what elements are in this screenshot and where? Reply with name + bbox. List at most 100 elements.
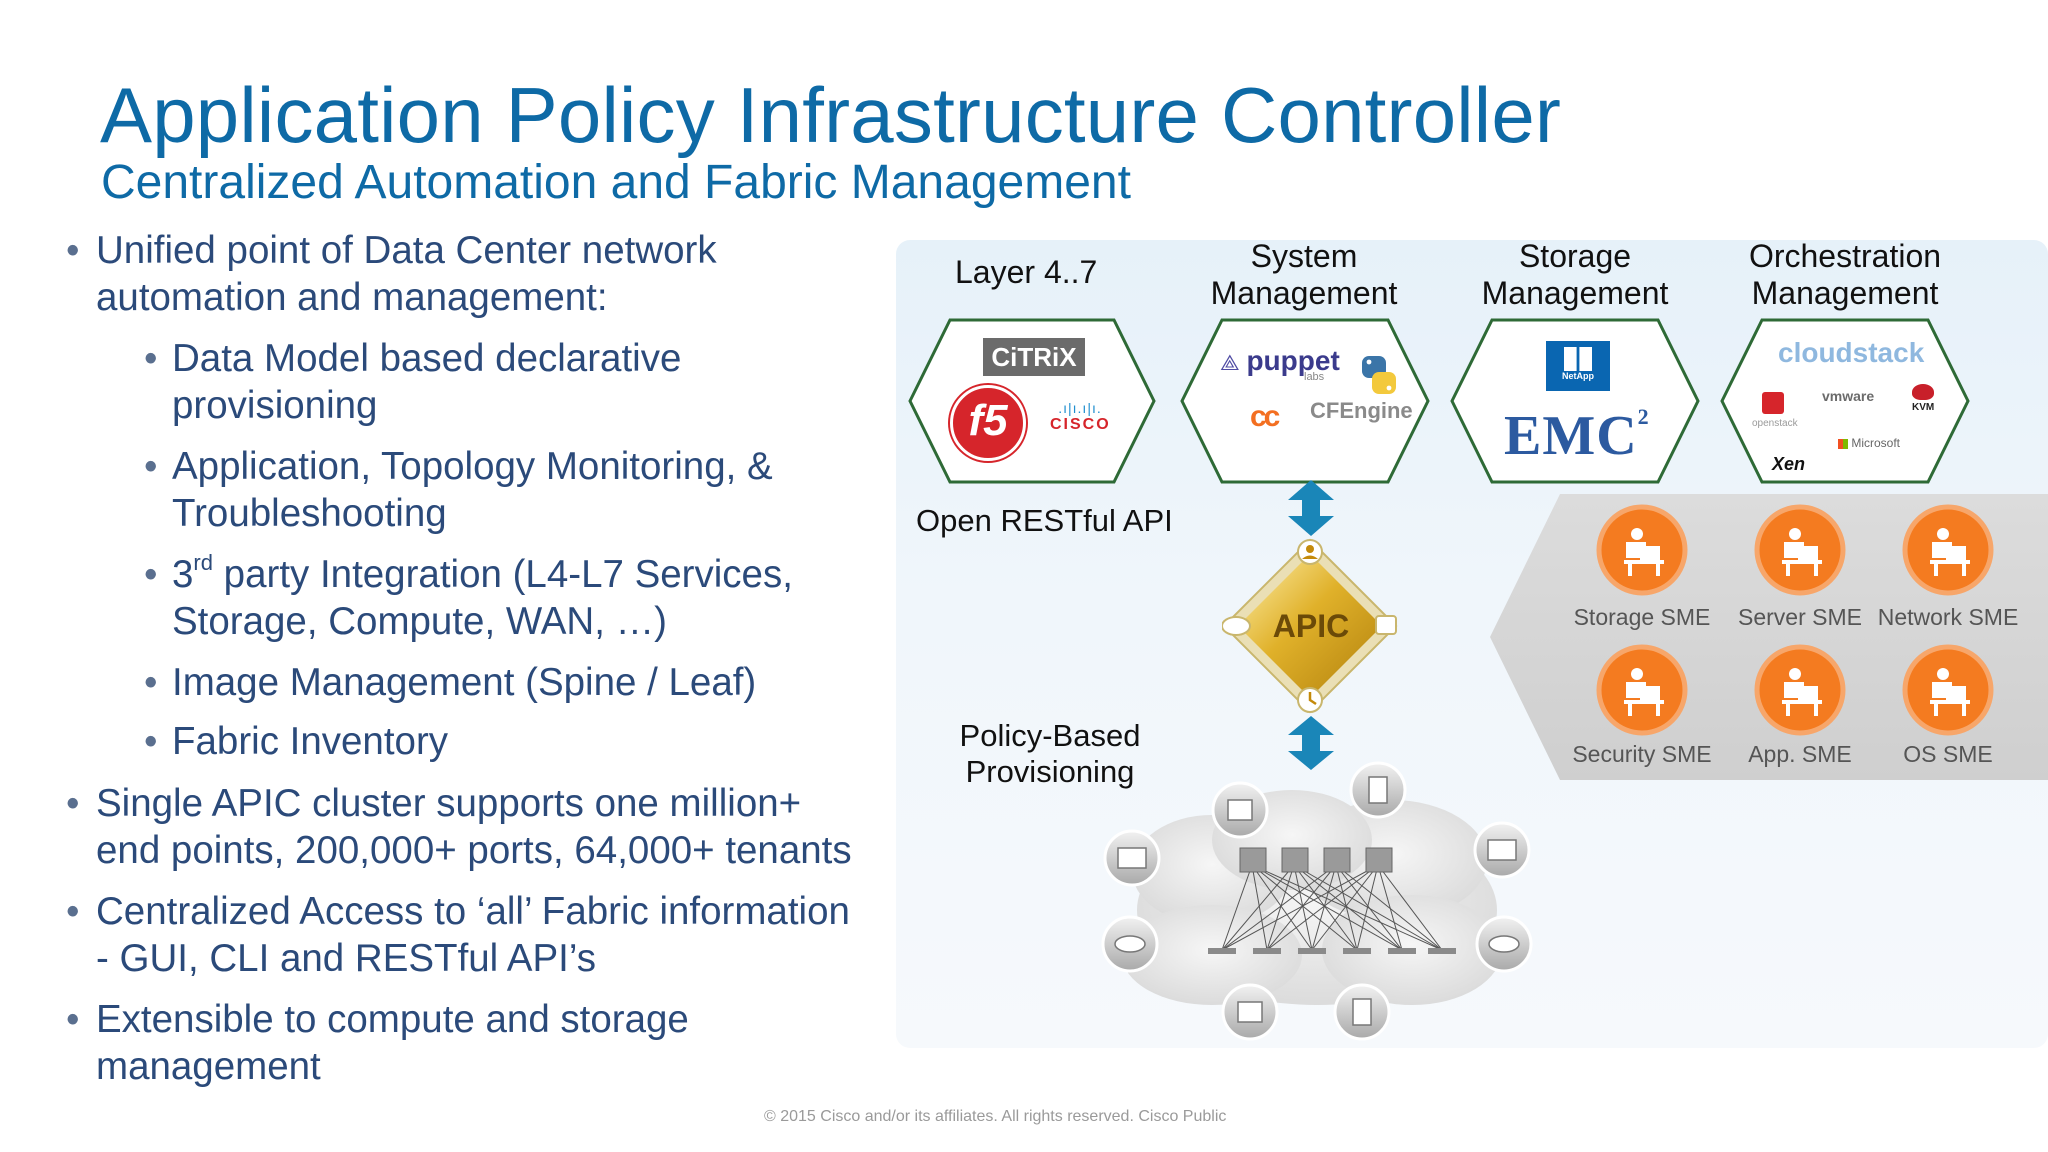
puppet-logo: ⟁ puppet labs	[1220, 345, 1340, 383]
bullet-text: Application, Topology Monitoring, &	[172, 445, 773, 488]
emc-logo: EMC2	[1504, 404, 1650, 468]
bullet-text: end points, 200,000+ ports, 64,000+ tena…	[96, 828, 852, 872]
bullet-text: management	[96, 1044, 321, 1088]
bullet-text: Troubleshooting	[172, 491, 447, 535]
storage-sme-icon	[1596, 504, 1688, 596]
category-line: System	[1250, 238, 1358, 274]
os-sme-icon	[1902, 644, 1994, 736]
microsoft-wordmark: Microsoft	[1851, 436, 1901, 450]
subbullet-data-model: • Data Model based declarative provision…	[144, 336, 681, 430]
double-arrow-upper-icon	[1288, 480, 1334, 536]
fabric-cloud	[1101, 761, 1533, 1041]
bullet-text: Fabric Inventory	[172, 720, 449, 763]
subbullet-image-mgmt: • Image Management (Spine / Leaf)	[144, 660, 757, 707]
apic-label: APIC	[1272, 608, 1350, 644]
policy-line: Policy-Based	[959, 718, 1141, 753]
openstack-wordmark: openstack	[1752, 418, 1798, 429]
category-line: Management	[1751, 275, 1939, 311]
footer-copyright: © 2015 Cisco and/or its affiliates. All …	[764, 1108, 1227, 1125]
bullet-text: Storage, Compute, WAN, …)	[172, 599, 667, 643]
category-line: Management	[1210, 275, 1398, 311]
leaf-switches	[1208, 948, 1456, 954]
spine-switches	[1239, 847, 1393, 873]
bullet-extensible: • Extensible to compute and storage mana…	[66, 997, 689, 1091]
netapp-wordmark: NetApp	[1562, 371, 1594, 381]
emc-sup: 2	[1637, 404, 1650, 429]
bullet-text: automation and management:	[96, 275, 608, 319]
f5-logo: f5	[950, 385, 1026, 461]
subbullet-fabric-inventory: • Fabric Inventory	[144, 719, 449, 766]
bullet-text: Unified point of Data Center network	[96, 229, 717, 272]
slide-subtitle: Centralized Automation and Fabric Manage…	[101, 156, 1131, 209]
ordinal-suffix: rd	[193, 550, 213, 575]
bullet-text: provisioning	[172, 383, 378, 427]
netapp-mark-icon	[1564, 347, 1592, 371]
cisco-wordmark: CISCO	[1050, 416, 1111, 433]
bullet-dot: •	[66, 998, 80, 1041]
cisco-logo: .ı|ı.ı|ı. CISCO	[1050, 400, 1110, 434]
policy-line: Provisioning	[965, 754, 1135, 789]
bullet-text: Centralized Access to ‘all’ Fabric infor…	[96, 890, 850, 933]
sme-label-app: App. SME	[1748, 741, 1852, 767]
category-layer47: Layer 4..7	[955, 254, 1098, 290]
sme-label-security: Security SME	[1572, 741, 1712, 767]
bullet-text: - GUI, CLI and RESTful API’s	[96, 936, 596, 980]
bullet-dot: •	[144, 445, 158, 488]
double-arrow-lower-icon	[1288, 716, 1334, 770]
apic-diamond	[1222, 538, 1398, 714]
category-orchestration-management: Orchestration Management	[1730, 238, 1960, 312]
citrix-logo: CiTRiX	[983, 338, 1085, 376]
ordinal: 3	[172, 553, 194, 596]
sme-label-storage: Storage SME	[1573, 604, 1711, 630]
microsoft-logo: Microsoft	[1838, 436, 1900, 450]
puppet-sub: labs	[1304, 371, 1325, 383]
sme-label-network: Network SME	[1877, 604, 2019, 630]
openstack-icon	[1762, 392, 1784, 414]
bullet-dot: •	[144, 337, 158, 380]
bullet-text: Image Management (Spine / Leaf)	[172, 661, 757, 704]
cloud-shape	[1122, 790, 1502, 1005]
cloudstack-logo: cloudstack	[1778, 337, 1925, 368]
subbullet-integration: • 3rd party Integration (L4-L7 Services,…	[144, 550, 793, 646]
bullet-text: Extensible to compute and storage	[96, 998, 689, 1041]
category-line: Management	[1481, 275, 1669, 311]
bullet-dot: •	[144, 720, 158, 763]
subbullet-monitoring: • Application, Topology Monitoring, & Tr…	[144, 444, 773, 538]
bullet-text: Single APIC cluster supports one million…	[96, 782, 802, 825]
bullet-dot: •	[66, 229, 80, 272]
xen-logo: Xen	[1772, 454, 1806, 474]
slide-title: Application Policy Infrastructure Contro…	[100, 71, 1562, 159]
windows-icon	[1838, 438, 1848, 449]
bullet-dot: •	[144, 553, 158, 596]
server-sme-icon	[1754, 504, 1846, 596]
opscode-icon: cc	[1250, 400, 1280, 433]
bullet-dot: •	[66, 782, 80, 825]
bullet-dot: •	[144, 661, 158, 704]
security-sme-icon	[1596, 644, 1688, 736]
emc-wordmark: EMC	[1504, 405, 1638, 467]
fabric-links	[1221, 864, 1443, 951]
bullet-apic-cluster: • Single APIC cluster supports one milli…	[66, 781, 852, 875]
bullet-centralized-access: • Centralized Access to ‘all’ Fabric inf…	[66, 889, 850, 983]
category-system-management: System Management	[1204, 238, 1404, 312]
kvm-wordmark: KVM	[1912, 402, 1935, 413]
puppet-wordmark: puppet	[1246, 345, 1340, 376]
sme-label-server: Server SME	[1738, 604, 1862, 630]
network-sme-icon	[1902, 504, 1994, 596]
hexagon-storage	[1450, 318, 1700, 484]
cfengine-logo: CFEngine	[1310, 398, 1413, 423]
bullet-text-rest: party Integration (L4-L7 Services,	[212, 553, 793, 596]
category-storage-management: Storage Management	[1475, 238, 1675, 312]
sme-label-os: OS SME	[1903, 741, 1993, 767]
redhat-icon	[1912, 384, 1934, 400]
open-restful-api-label: Open RESTful API	[916, 503, 1173, 538]
puppet-icon: ⟁	[1220, 350, 1240, 375]
endpoint-glyphs	[1114, 776, 1520, 1026]
policy-based-provisioning-label: Policy-Based Provisioning	[948, 718, 1152, 790]
cisco-bars-icon: .ı|ı.ı|ı.	[1058, 400, 1102, 416]
bullet-text: 3rd party Integration (L4-L7 Services,	[172, 550, 793, 599]
vmware-logo: vmware	[1822, 388, 1875, 404]
netapp-logo: NetApp	[1546, 341, 1610, 391]
category-line: Orchestration	[1748, 238, 1942, 274]
bullet-dot: •	[66, 890, 80, 933]
